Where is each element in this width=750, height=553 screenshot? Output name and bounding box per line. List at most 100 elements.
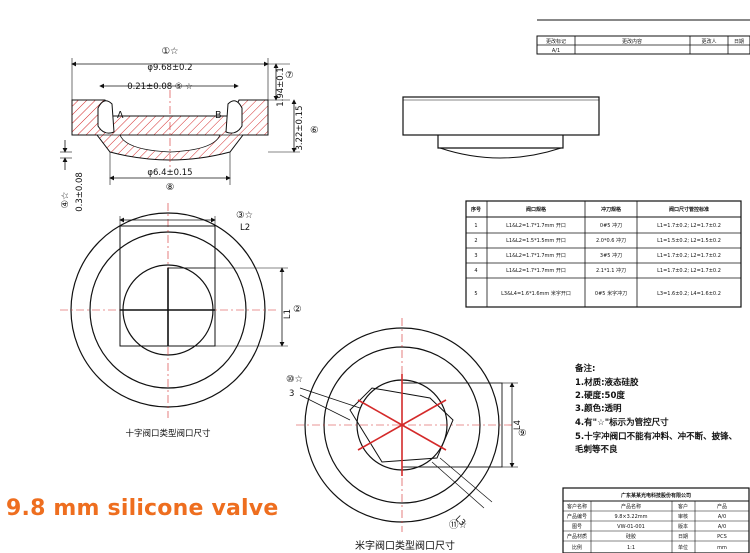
dim-7-mark: ⑦ — [285, 70, 294, 81]
title-block: 广东某某光电科技股份有限公司 客户名称 产品名称 客户 产品 产品编号 9.8×… — [562, 487, 750, 553]
spec-cell: 4 — [474, 268, 477, 274]
spec-cell: L1&L2=1.7*1.7mm 开口 — [506, 268, 566, 274]
spec-row: 2 L1&L2=1.5*1.5mm 开口 2.0*0.6 冲刀 L1=1.5±0… — [474, 237, 720, 244]
spec-cell: 1 — [474, 223, 477, 229]
spec-cell: 2 — [474, 238, 477, 244]
section-view: ①☆ φ9.68±0.2 0.21±0.08 ⑤ ☆ A B 1.94±0.1 … — [60, 46, 319, 212]
title-cell: 产品材质 — [567, 533, 587, 540]
spec-row: 1 L1&L2=1.7*1.7mm 开口 0#5 冲刀 L1=1.7±0.2; … — [474, 222, 720, 229]
note-item: 5.十字冲阀口不能有冲料、冲不断、披锋、 — [575, 431, 737, 442]
title-cell: 版本 — [678, 523, 688, 530]
star-top-num: 3 — [289, 389, 294, 399]
title-cell: 单位 — [678, 544, 688, 551]
spec-header-std: 阀口尺寸管控标准 — [669, 206, 709, 213]
note-item: 2.硬度:50度 — [575, 390, 625, 401]
title-cell: 图号 — [572, 524, 582, 530]
spec-cell: 0#5 米字冲刀 — [595, 290, 627, 297]
rev-header-person: 更改人 — [701, 38, 716, 45]
side-view — [402, 96, 600, 159]
title-cell: 日期 — [678, 534, 688, 540]
dim-4-value: 0.3±0.08 — [75, 172, 85, 212]
note-item: 4.有"☆"标示为管控尺寸 — [575, 417, 669, 428]
rev-row-mark: A/1 — [552, 48, 560, 54]
spec-cell: L3=1.6±0.2; L4=1.6±0.2 — [657, 291, 721, 297]
rev-header-mark: 更改标记 — [546, 38, 566, 45]
title-cell: 产品名称 — [621, 503, 641, 510]
spec-cell: L1&L2=1.5*1.5mm 开口 — [506, 238, 566, 244]
spec-cell: 3 — [474, 253, 477, 259]
star-view: ⑩☆ 3 L4 ⑨ L3 ⑪☆ — [286, 318, 527, 532]
notes-heading: 备注: — [574, 363, 595, 374]
l2-mark: ③☆ — [236, 210, 253, 221]
dim-8-value: φ6.4±0.15 — [147, 168, 192, 178]
dim-6-value: 3.22±0.15 — [295, 106, 305, 151]
spec-row: 3 L1&L2=1.7*1.7mm 开口 3#5 冲刀 L1=1.7±0.2; … — [474, 252, 720, 259]
spec-cell: L1&L2=1.7*1.7mm 开口 — [506, 223, 566, 229]
cross-view-caption: 十字阀口类型阀口尺寸 — [125, 428, 211, 439]
spec-cell: 3#5 冲刀 — [600, 252, 622, 259]
star-top-mark: ⑩☆ — [286, 374, 303, 385]
title-row: 产品编号 9.8×3.22mm 审核 A/0 — [567, 513, 726, 520]
l2-label: L2 — [240, 223, 250, 233]
note-item: 3.颜色:透明 — [575, 403, 622, 414]
title-cell: 产品编号 — [567, 513, 587, 520]
spec-table: 序号 阀口规格 冲刀规格 阀口尺寸管控标准 1 L1&L2=1.7*1.7mm … — [465, 200, 742, 308]
star-view-caption: 米字阀口类型阀口尺寸 — [355, 541, 455, 552]
dim-1-mark: ①☆ — [161, 46, 178, 57]
title-cell: 1:1 — [627, 545, 635, 551]
star-bottom-mark: ⑪☆ — [449, 520, 467, 531]
dim-1-value: φ9.68±0.2 — [147, 63, 192, 73]
star-right-mark: ⑨ — [518, 428, 527, 439]
title-row: 客户名称 产品名称 客户 产品 — [567, 503, 727, 510]
spec-cell: L1=1.5±0.2; L2=1.5±0.2 — [657, 238, 721, 244]
l1-label: L1 — [283, 309, 293, 319]
rev-header-content: 更改内容 — [622, 38, 642, 45]
point-a: A — [117, 110, 124, 121]
spec-cell: L3&L4=1.6*1.6mm 米字开口 — [501, 290, 571, 297]
title-cell: 9.8×3.22mm — [614, 514, 647, 520]
spec-header-no: 序号 — [470, 206, 481, 213]
title-cell: 客户名称 — [567, 503, 587, 510]
dim-7-value: 1.94±0.1 — [276, 67, 286, 107]
title-row: 比例 1:1 单位 mm — [572, 544, 727, 551]
dim-5-value: 0.21±0.08 ⑤ ☆ — [127, 82, 193, 92]
spec-header-spec: 阀口规格 — [526, 206, 547, 213]
star-right-label: L4 — [513, 420, 523, 430]
title-cell: PCS — [717, 534, 727, 540]
spec-cell: L1=1.7±0.2; L2=1.7±0.2 — [657, 253, 721, 259]
title-cell: 硅胶 — [626, 533, 636, 540]
title-cell: A/0 — [718, 514, 726, 520]
title-row: 图号 VW-01-001 版本 A/0 — [572, 523, 726, 530]
title-cell: VW-01-001 — [617, 524, 645, 530]
title-cell: 产品 — [717, 503, 727, 510]
spec-row: 4 L1&L2=1.7*1.7mm 开口 2.1*1.1 冲刀 L1=1.7±0… — [474, 267, 720, 274]
spec-cell: 2.0*0.6 冲刀 — [596, 237, 626, 244]
spec-cell: L1&L2=1.7*1.7mm 开口 — [506, 253, 566, 259]
title-cell: 客户 — [678, 503, 688, 510]
point-b: B — [215, 110, 222, 121]
dim-6-mark: ⑥ — [310, 125, 319, 136]
spec-header-cutter: 冲刀规格 — [601, 206, 622, 213]
notes: 备注: 1.材质:液态硅胶 2.硬度:50度 3.颜色:透明 4.有"☆"标示为… — [574, 363, 737, 455]
title-cell: mm — [717, 545, 727, 551]
spec-cell: 0#5 冲刀 — [600, 222, 622, 229]
dim-8-mark: ⑧ — [166, 182, 175, 193]
spec-cell: 5 — [474, 291, 477, 297]
title-cell: A/0 — [718, 524, 726, 530]
cross-view: ③☆ L2 L1 ② 十字阀口类型阀口尺寸 — [60, 203, 302, 439]
spec-row: 5 L3&L4=1.6*1.6mm 米字开口 0#5 米字冲刀 L3=1.6±0… — [474, 290, 720, 297]
revision-table: 更改标记 更改内容 更改人 日期 A/1 — [536, 19, 750, 55]
note-item: 毛刺等不良 — [575, 444, 618, 455]
l1-mark: ② — [293, 304, 302, 315]
dim-4-mark: ④☆ — [60, 191, 71, 208]
company-name: 广东某某光电科技股份有限公司 — [621, 492, 691, 499]
spec-cell: L1=1.7±0.2; L2=1.7±0.2 — [657, 223, 721, 229]
rev-header-date: 日期 — [734, 39, 744, 45]
note-item: 1.材质:液态硅胶 — [575, 377, 639, 388]
title-row: 产品材质 硅胶 日期 PCS — [567, 533, 727, 540]
title-cell: 审核 — [678, 513, 688, 520]
product-title: 9.8 mm silicone valve — [6, 496, 279, 521]
spec-cell: L1=1.7±0.2; L2=1.7±0.2 — [657, 268, 721, 274]
spec-cell: 2.1*1.1 冲刀 — [596, 267, 626, 274]
